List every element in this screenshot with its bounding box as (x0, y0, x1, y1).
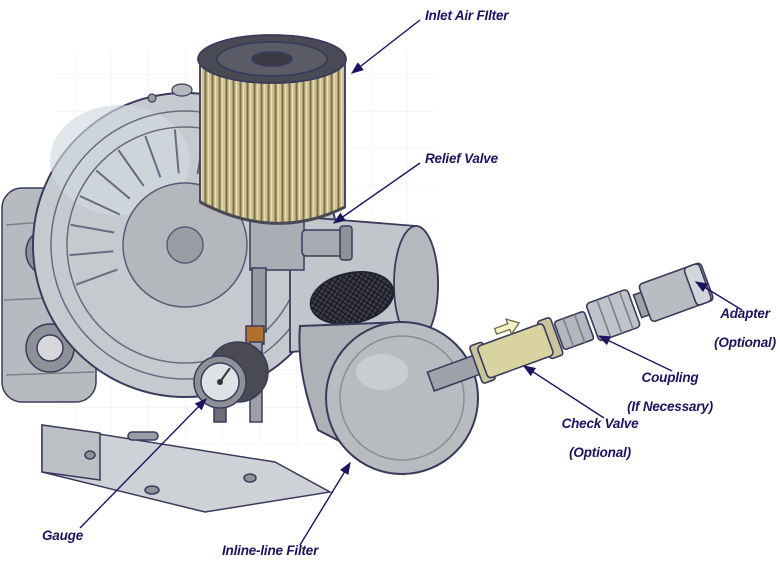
callout-inlet-air-filter (350, 19, 421, 74)
callout-inline-filter (299, 461, 351, 546)
label-text: Gauge (42, 528, 84, 543)
callout-relief-valve (332, 162, 421, 224)
label-adapter: Adapter (Optional) (710, 306, 780, 350)
flow-direction-arrow (493, 318, 521, 336)
label-text-secondary: (If Necessary) (627, 399, 713, 414)
callout-gauge (79, 397, 207, 529)
callout-coupling (597, 335, 673, 372)
label-inlet-air-filter: Inlet Air FIlter (425, 8, 509, 23)
label-text: Inlet Air FIlter (425, 8, 509, 23)
callout-adapter (694, 281, 743, 311)
label-text: Relief Valve (425, 151, 498, 166)
callout-lines (79, 19, 743, 546)
label-text-secondary: (Optional) (714, 335, 776, 350)
relief-valve-part (301, 225, 353, 261)
label-text: Coupling (641, 370, 699, 385)
label-relief-valve: Relief Valve (425, 151, 498, 166)
label-coupling: Coupling (If Necessary) (626, 370, 714, 414)
coupling-part (553, 289, 641, 351)
motor-grille (309, 271, 395, 325)
outlet-train (426, 262, 714, 392)
adapter-part (632, 262, 714, 323)
label-gauge: Gauge (42, 528, 83, 543)
label-inline-filter: Inline-line Filter (222, 543, 318, 558)
label-text: Adapter (720, 306, 770, 321)
label-text: Check Valve (561, 416, 639, 431)
inline-filter-part (298, 320, 479, 476)
gauge-part (193, 341, 269, 423)
label-text: Inline-line Filter (222, 543, 319, 558)
mounting-base (41, 424, 333, 513)
callout-check-valve (522, 365, 605, 419)
label-check-valve: Check Valve (Optional) (554, 416, 646, 460)
label-text-secondary: (Optional) (569, 445, 631, 460)
motor-body (289, 215, 439, 353)
inlet-air-filter-part (197, 34, 347, 225)
check-valve-part (469, 316, 564, 384)
